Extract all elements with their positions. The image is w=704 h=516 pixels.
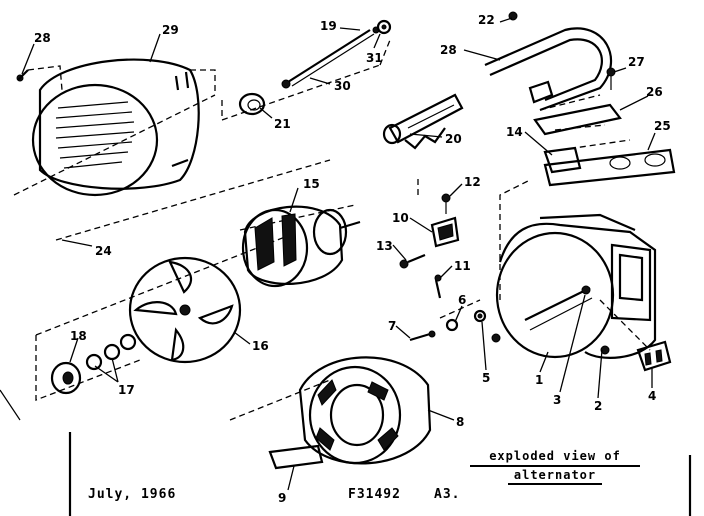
callout-7: 7 xyxy=(388,319,396,333)
callout-14: 14 xyxy=(506,125,523,139)
callout-31: 31 xyxy=(366,51,383,65)
callout-20: 20 xyxy=(445,132,462,146)
callout-13: 13 xyxy=(376,239,393,253)
stator xyxy=(268,356,432,470)
callout-22: 22 xyxy=(478,13,495,27)
callout-5: 5 xyxy=(482,371,490,385)
callout-8: 8 xyxy=(456,415,464,429)
alternator-housing xyxy=(491,213,657,359)
frame-lines xyxy=(0,389,692,516)
callout-15: 15 xyxy=(303,177,320,191)
terminal-block xyxy=(399,193,487,342)
screw-29 xyxy=(16,69,29,82)
callout-26: 26 xyxy=(646,85,663,99)
callout-28b: 28 xyxy=(440,43,457,57)
callout-25: 25 xyxy=(654,119,671,133)
fan-shroud xyxy=(31,58,200,197)
callout-18: 18 xyxy=(70,329,87,343)
bearing-18 xyxy=(50,361,82,395)
callout-30: 30 xyxy=(334,79,351,93)
callout-11: 11 xyxy=(454,259,471,273)
callout-2: 2 xyxy=(594,399,602,413)
callout-27: 27 xyxy=(628,55,645,69)
callout-4: 4 xyxy=(648,389,656,403)
callout-21: 21 xyxy=(274,117,291,131)
callout-24: 24 xyxy=(95,244,112,258)
callout-28a: 28 xyxy=(34,31,51,45)
insulator-plate xyxy=(533,67,622,136)
title-line-1: exploded view of xyxy=(470,448,640,467)
leader-lines xyxy=(21,17,656,491)
callout-10: 10 xyxy=(392,211,409,225)
callout-19: 19 xyxy=(320,19,337,33)
washers-17 xyxy=(85,333,137,371)
callouts: 28 29 19 31 30 21 20 22 28 27 26 14 25 2… xyxy=(34,13,671,505)
callout-16: 16 xyxy=(252,339,269,353)
plug-4 xyxy=(636,340,672,372)
callout-9: 9 xyxy=(278,491,286,505)
rotor xyxy=(241,205,361,288)
diagram-title: exploded view of alternator xyxy=(470,448,640,485)
title-line-2: alternator xyxy=(507,467,603,485)
callout-3: 3 xyxy=(553,393,561,407)
rectifier-assembly xyxy=(543,146,676,187)
through-bolt xyxy=(281,26,380,89)
callout-6: 6 xyxy=(458,293,466,307)
callout-1: 1 xyxy=(535,373,543,387)
bearing-21 xyxy=(238,92,266,116)
callout-17: 17 xyxy=(118,383,135,397)
sheet-label: A3. xyxy=(434,487,461,502)
drawing-number: F31492 xyxy=(348,487,401,502)
callout-29: 29 xyxy=(162,23,179,37)
fan xyxy=(128,256,242,364)
callout-12: 12 xyxy=(464,175,481,189)
washer-31 xyxy=(376,19,392,35)
bracket-arch xyxy=(484,11,613,112)
date-label: July, 1966 xyxy=(88,487,177,502)
